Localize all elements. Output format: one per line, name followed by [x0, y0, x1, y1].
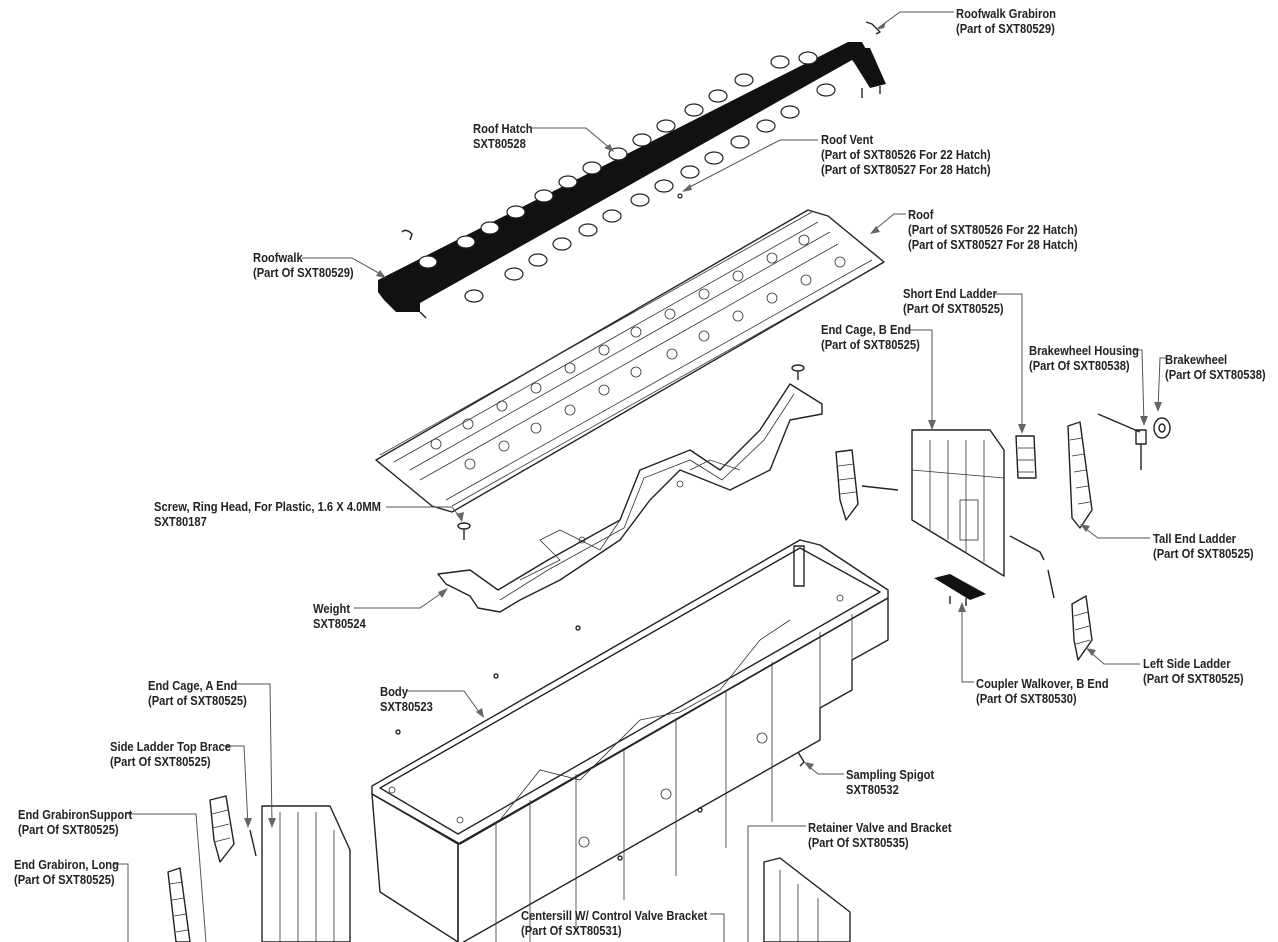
callout-name: Side Ladder Top Brace	[110, 739, 231, 754]
callout-name: Roof Hatch	[473, 121, 533, 136]
roof-hatches-part	[418, 51, 836, 303]
left-side-ladder-part	[1071, 595, 1093, 661]
callout-name: End Cage, A End	[148, 678, 238, 693]
roofwalk-part	[378, 42, 886, 319]
callout-part-number: (Part Of SXT80538)	[1165, 367, 1266, 382]
callout-roofwalk-grabiron: Roofwalk Grabiron (Part of SXT80529)	[956, 6, 1056, 36]
callout-part-number: (Part of SXT80526 For 22 Hatch)	[821, 147, 991, 162]
callout-screw: Screw, Ring Head, For Plastic, 1.6 X 4.0…	[154, 499, 381, 529]
callout-roofwalk: Roofwalk (Part Of SXT80529)	[253, 250, 354, 280]
callout-short-end-ladder: Short End Ladder (Part Of SXT80525)	[903, 286, 1004, 316]
callout-name: Roof Vent	[821, 132, 874, 147]
callout-name: Body	[380, 684, 408, 699]
callout-sampling-spigot: Sampling Spigot SXT80532	[846, 767, 934, 797]
callout-name: Left Side Ladder	[1143, 656, 1231, 671]
callout-end-grabiron-long: End Grabiron, Long (Part Of SXT80525)	[14, 857, 119, 887]
brakewheel-housing-part	[1135, 429, 1147, 470]
callout-centersill: Centersill W/ Control Valve Bracket (Par…	[521, 908, 707, 938]
callout-name: Brakewheel Housing	[1029, 343, 1139, 358]
callout-name: Centersill W/ Control Valve Bracket	[521, 908, 708, 923]
callout-part-number: (Part Of SXT80535)	[808, 835, 909, 850]
callout-name: Short End Ladder	[903, 286, 997, 301]
callout-part-number: SXT80524	[313, 616, 366, 631]
body-part	[371, 539, 889, 942]
brakewheel-part	[1153, 417, 1171, 439]
short-end-ladder-part	[1015, 435, 1037, 479]
a-end-ladder-part	[167, 867, 191, 942]
callout-tall-end-ladder: Tall End Ladder (Part Of SXT80525)	[1153, 531, 1254, 561]
callout-part-number: (Part of SXT80525)	[821, 337, 920, 352]
callout-part-number: (Part Of SXT80525)	[1153, 546, 1254, 561]
weight-part	[437, 383, 823, 613]
a-end-side-ladder-part	[209, 795, 257, 863]
callout-end-grabiron-support: End GrabironSupport (Part Of SXT80525)	[18, 807, 132, 837]
callout-name: Sampling Spigot	[846, 767, 935, 782]
callout-part-number: SXT80532	[846, 782, 899, 797]
callout-name: Roofwalk	[253, 250, 303, 265]
callout-name: Roof	[908, 207, 934, 222]
callout-part-number: (Part Of SXT80530)	[976, 691, 1077, 706]
callout-roof: Roof (Part of SXT80526 For 22 Hatch) (Pa…	[908, 207, 1078, 252]
callout-name: Weight	[313, 601, 351, 616]
b-end-side-ladder-part	[835, 449, 899, 521]
end-cage-b-part	[911, 429, 1005, 577]
tall-end-ladder-part	[1067, 413, 1141, 529]
callout-part-number: (Part Of SXT80531)	[521, 923, 622, 938]
callout-name: Roofwalk Grabiron	[956, 6, 1057, 21]
small-hardware	[395, 625, 703, 861]
callout-weight: Weight SXT80524	[313, 601, 366, 631]
callout-side-ladder-top-brace: Side Ladder Top Brace (Part Of SXT80525)	[110, 739, 231, 769]
callout-part-number: (Part Of SXT80525)	[18, 822, 119, 837]
callout-brakewheel-housing: Brakewheel Housing (Part Of SXT80538)	[1029, 343, 1139, 373]
leader-lines	[114, 11, 1166, 942]
b-end-grab-parts	[1009, 535, 1055, 599]
callout-name: End GrabironSupport	[18, 807, 133, 822]
callout-part-number: (Part of SXT80526 For 22 Hatch)	[908, 222, 1078, 237]
end-cage-a-part	[261, 805, 351, 942]
callout-part-number-2: (Part of SXT80527 For 28 Hatch)	[821, 162, 991, 177]
callout-coupler-walkover: Coupler Walkover, B End (Part Of SXT8053…	[976, 676, 1109, 706]
callout-left-side-ladder: Left Side Ladder (Part Of SXT80525)	[1143, 656, 1244, 686]
callout-name: Screw, Ring Head, For Plastic, 1.6 X 4.0…	[154, 499, 381, 514]
sampling-spigot-part	[797, 751, 805, 767]
callout-part-number: (Part Of SXT80525)	[110, 754, 211, 769]
callout-retainer-valve: Retainer Valve and Bracket (Part Of SXT8…	[808, 820, 952, 850]
callout-roof-vent: Roof Vent (Part of SXT80526 For 22 Hatch…	[821, 132, 991, 177]
callout-part-number: (Part Of SXT80529)	[253, 265, 354, 280]
callout-name: End Grabiron, Long	[14, 857, 119, 872]
callout-name: Brakewheel	[1165, 352, 1228, 367]
callout-part-number: (Part Of SXT80525)	[903, 301, 1004, 316]
callout-roof-hatch: Roof Hatch SXT80528	[473, 121, 533, 151]
callout-end-cage-b: End Cage, B End (Part of SXT80525)	[821, 322, 920, 352]
callout-part-number: SXT80187	[154, 514, 207, 529]
callout-name: End Cage, B End	[821, 322, 912, 337]
roof-part	[375, 209, 885, 513]
retainer-valve-part	[763, 857, 851, 942]
screw-part	[457, 364, 805, 540]
callout-part-number: (Part of SXT80529)	[956, 21, 1055, 36]
callout-end-cage-a: End Cage, A End (Part of SXT80525)	[148, 678, 247, 708]
callout-part-number: SXT80523	[380, 699, 433, 714]
callout-part-number-2: (Part of SXT80527 For 28 Hatch)	[908, 237, 1078, 252]
callout-name: Coupler Walkover, B End	[976, 676, 1109, 691]
callout-body: Body SXT80523	[380, 684, 433, 714]
callout-part-number: (Part Of SXT80538)	[1029, 358, 1130, 373]
callout-part-number: (Part of SXT80525)	[148, 693, 247, 708]
callout-part-number: (Part Of SXT80525)	[1143, 671, 1244, 686]
coupler-walkover-part	[934, 574, 986, 606]
callout-part-number: (Part Of SXT80525)	[14, 872, 115, 887]
callout-name: Tall End Ladder	[1153, 531, 1237, 546]
roofwalk-grabiron-part	[401, 21, 881, 241]
callout-name: Retainer Valve and Bracket	[808, 820, 952, 835]
callout-brakewheel: Brakewheel (Part Of SXT80538)	[1165, 352, 1266, 382]
callout-part-number: SXT80528	[473, 136, 526, 151]
